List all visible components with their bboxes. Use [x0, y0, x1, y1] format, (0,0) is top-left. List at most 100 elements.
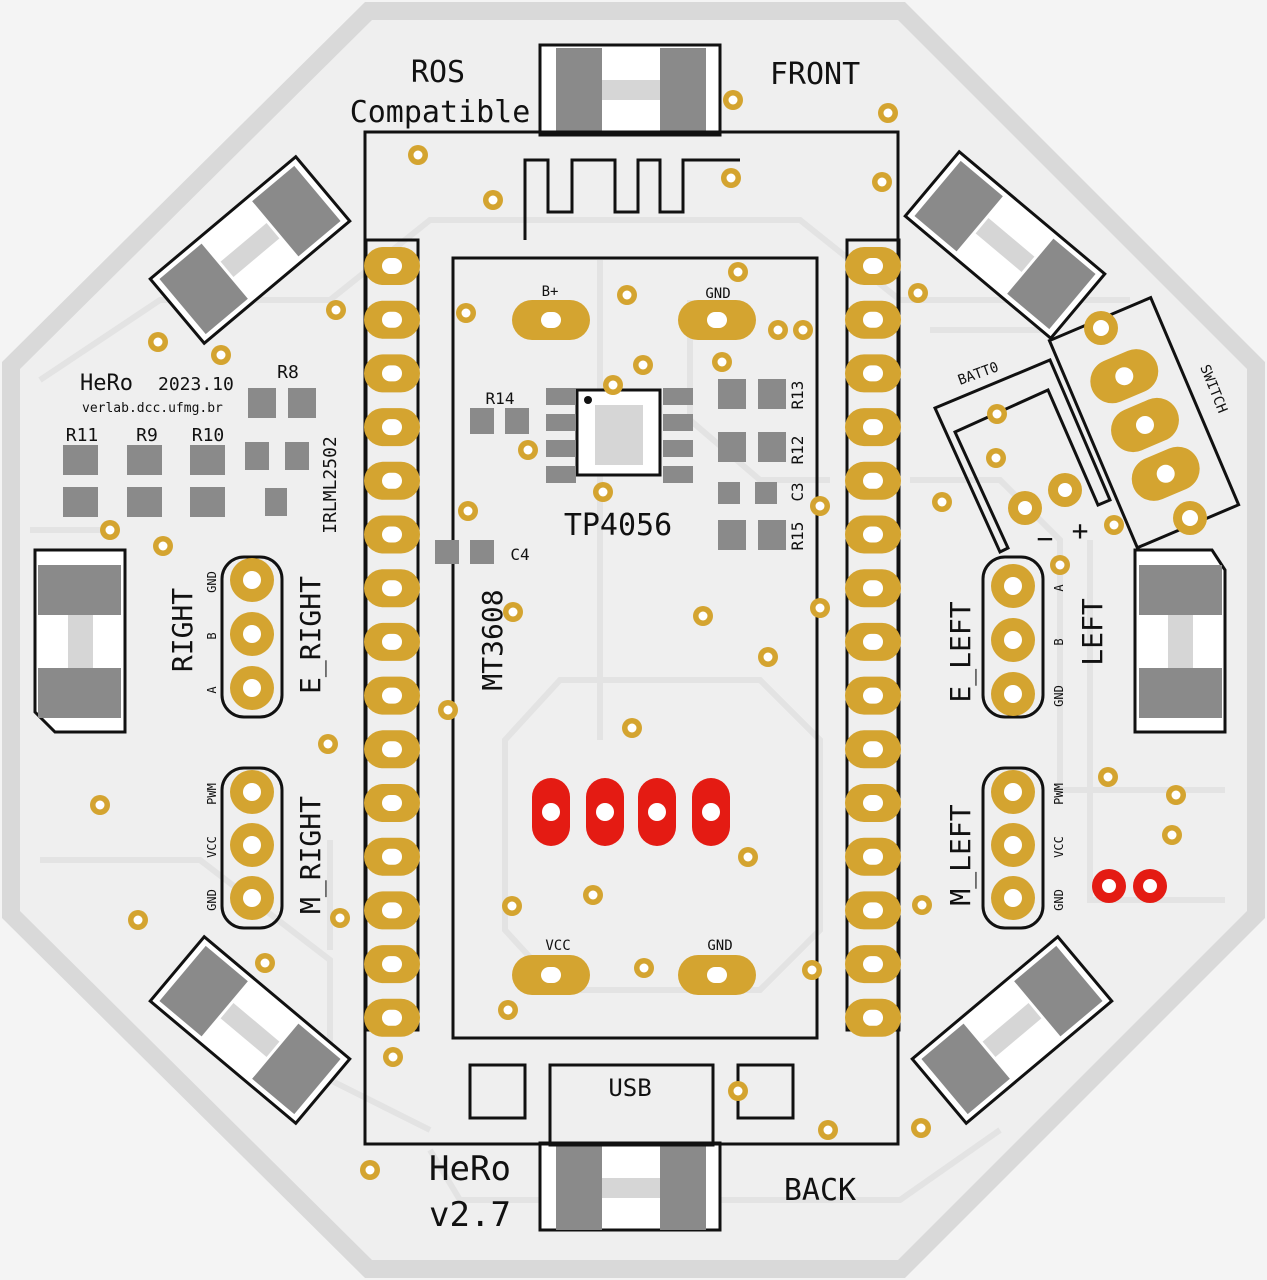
via-hole	[488, 195, 498, 205]
inner-board-outline	[451, 256, 819, 1040]
traces	[30, 217, 1225, 1203]
right-motor-header	[220, 766, 284, 930]
corner-footprint-bottom-right	[910, 934, 1114, 1126]
via-hole	[133, 915, 143, 925]
e-left-label: E_LEFT	[944, 601, 978, 702]
m-left-pin-3: GND	[1052, 889, 1066, 911]
e-right-label: E_RIGHT	[294, 576, 328, 694]
via-hole	[260, 958, 270, 968]
bottom-footprint	[538, 1141, 722, 1232]
pad-label-vcc-bottom: VCC	[545, 938, 570, 954]
highlight-pads	[532, 778, 1167, 903]
via-hole	[916, 1123, 926, 1133]
left-header-pin-hole	[382, 848, 402, 865]
via-hole	[726, 173, 736, 183]
left-header-pin-hole	[382, 526, 402, 543]
via-hole	[733, 1086, 743, 1096]
m-left-label: M_LEFT	[944, 804, 978, 905]
ros-label: ROS	[411, 55, 465, 90]
corner-footprint-top-left	[148, 154, 352, 346]
via-hole	[158, 541, 168, 551]
via-hole	[388, 1052, 398, 1062]
via-hole	[991, 453, 1001, 463]
hero-title: HeRo	[429, 1149, 511, 1189]
left-header-pin-hole	[382, 472, 402, 489]
right-header-pin-hole	[863, 956, 883, 973]
via-hole	[153, 337, 163, 347]
via-hole	[773, 325, 783, 335]
side-footprint-right	[1133, 548, 1227, 734]
e-left-pin-3: GND	[1052, 685, 1066, 707]
pad-label-gnd-top: GND	[705, 286, 730, 302]
via-hole	[331, 305, 341, 315]
label-r12: R12	[788, 436, 807, 465]
minus-label: −	[1037, 522, 1054, 555]
m-right-pin-2: VCC	[205, 836, 219, 858]
left-header-pin-hole	[382, 419, 402, 436]
via-hole	[763, 652, 773, 662]
left-encoder-header	[981, 555, 1045, 719]
via-hole	[443, 705, 453, 715]
via-hole	[1103, 772, 1113, 782]
right-header-pin-hole	[863, 580, 883, 597]
right-header-pin-hole	[863, 795, 883, 811]
m-right-pin-1: PWM	[205, 783, 219, 805]
tp4056-label: TP4056	[564, 508, 672, 543]
via-hole	[717, 357, 727, 367]
right-header-pin-hole	[863, 902, 883, 919]
right-header-pin-hole	[863, 419, 883, 436]
label-r13: R13	[788, 381, 807, 410]
via-hole	[815, 501, 825, 511]
via-hole	[216, 350, 226, 360]
battery-connector	[932, 358, 1112, 555]
left-header-pins	[364, 247, 420, 1037]
via-hole	[463, 506, 473, 516]
right-encoder-header	[220, 555, 284, 719]
m-right-pin-3: GND	[205, 889, 219, 911]
via-hole	[627, 723, 637, 733]
left-header-pin-hole	[382, 1009, 402, 1026]
via-hole	[992, 409, 1002, 419]
via-hole	[883, 108, 893, 118]
via-hole	[877, 177, 887, 187]
via-hole	[335, 913, 345, 923]
left-header-pin-hole	[382, 258, 402, 274]
right-header-pin-hole	[863, 365, 883, 382]
via-hole	[913, 288, 923, 298]
left-header-pin-hole	[382, 580, 402, 597]
via-hole	[1171, 790, 1181, 800]
side-footprint-left	[33, 548, 127, 734]
via-hole	[698, 611, 708, 621]
label-r15: R15	[788, 522, 807, 551]
m-left-pin-1: PWM	[1052, 783, 1066, 805]
via-hole	[413, 150, 423, 160]
label-r14: R14	[486, 389, 515, 408]
via-hole	[733, 267, 743, 277]
irlml-label: IRLML2502	[320, 436, 341, 534]
via-hole	[508, 607, 518, 617]
left-motor-header	[981, 766, 1045, 930]
via-hole	[365, 1165, 375, 1175]
plus-label: +	[1072, 514, 1089, 547]
right-header-pin-hole	[863, 633, 883, 650]
via-hole	[598, 487, 608, 497]
left-header-pin-hole	[382, 687, 402, 704]
via-hole	[728, 95, 738, 105]
corner-footprint-bottom-left	[148, 934, 352, 1126]
mt3608-label: MT3608	[476, 589, 509, 690]
compatible-label: Compatible	[350, 95, 531, 130]
e-left-pin-1: A	[1052, 584, 1066, 592]
label-c3: C3	[788, 482, 807, 501]
right-header-pin-hole	[863, 741, 883, 758]
e-right-pin-3: A	[205, 686, 219, 694]
smd-pads	[63, 379, 786, 564]
e-right-pin-1: GND	[205, 571, 219, 593]
left-header-pin-hole	[382, 741, 402, 758]
left-header-pin-hole	[382, 311, 402, 328]
via-hole	[608, 380, 618, 390]
via-hole	[622, 290, 632, 300]
left-header-pin-hole	[382, 365, 402, 382]
via-hole	[743, 852, 753, 862]
hero-version: v2.7	[429, 1195, 511, 1235]
e-right-pin-2: B	[205, 632, 219, 639]
